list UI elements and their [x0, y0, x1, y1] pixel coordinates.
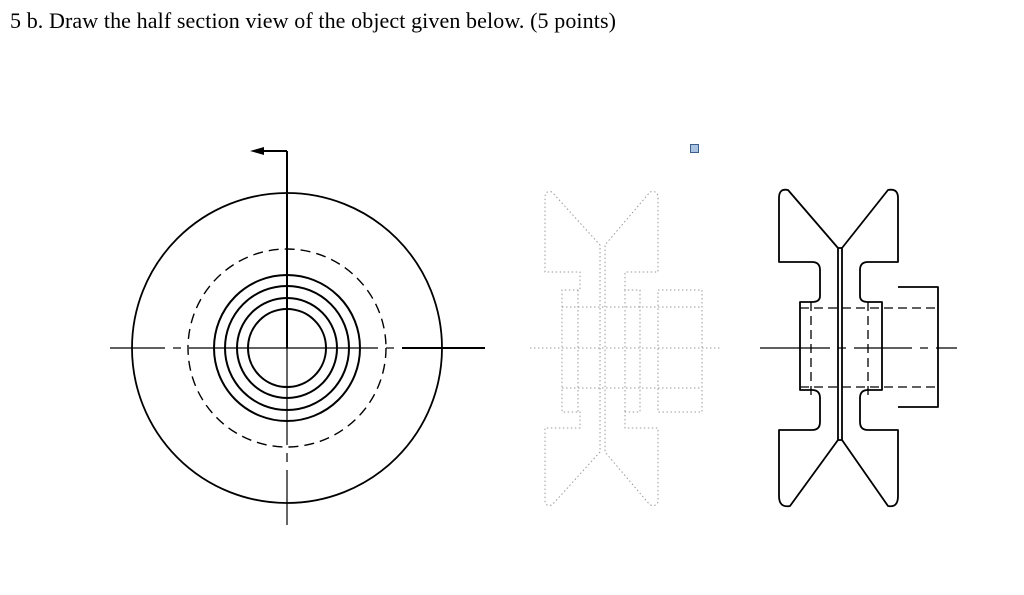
front-centerlines	[110, 230, 485, 525]
left-flange	[778, 188, 839, 508]
cutting-plane-line	[250, 147, 288, 230]
ghost-side-view	[530, 191, 722, 506]
side-hidden-lines	[800, 302, 938, 396]
side-view	[760, 188, 957, 508]
hub	[898, 286, 939, 408]
front-view	[110, 147, 485, 525]
question-text: 5 b. Draw the half section view of the o…	[10, 8, 617, 33]
selection-handle[interactable]	[690, 144, 699, 153]
